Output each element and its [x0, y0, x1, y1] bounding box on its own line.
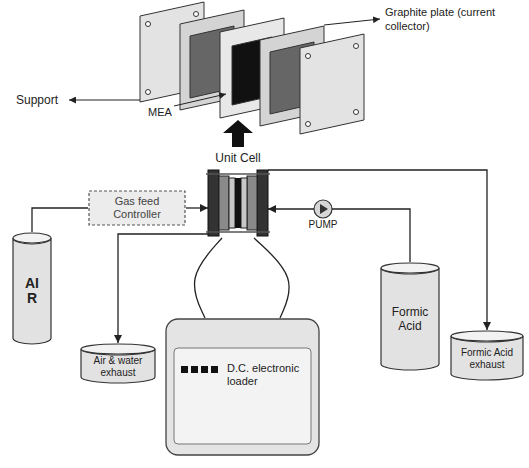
leader-line: [324, 19, 380, 25]
cylinder-top: [13, 233, 51, 243]
cylinder-top: [381, 263, 439, 273]
cylinder-body: [13, 238, 51, 344]
bolt-hole: [354, 44, 359, 49]
part-label: MEA: [148, 106, 178, 120]
pump: PUMP: [306, 199, 340, 234]
part-label: Support: [16, 93, 66, 108]
bolt-hole: [354, 110, 359, 115]
pump-triangle: [320, 204, 328, 214]
display-segment: [201, 366, 208, 373]
node-text: Air & water exhaust: [84, 355, 152, 379]
wire: [254, 238, 289, 318]
flow-line: [268, 208, 314, 209]
display-segment: [181, 366, 188, 373]
exhaust-tank: Formic Acid exhaust: [450, 330, 524, 380]
unit-cell: Unit Cell: [208, 150, 268, 238]
bolt-hole: [146, 90, 151, 95]
block-arrow: [223, 120, 253, 147]
node-text: Gas feed Controller: [91, 195, 183, 221]
node-text: Unit Cell: [215, 151, 260, 165]
dc-loader: D.C. electronic loader: [165, 318, 320, 456]
node-text: Formic Acid: [383, 305, 437, 334]
cylinder-body: [381, 268, 439, 370]
flow-line: [332, 209, 410, 262]
loader-case: [166, 319, 319, 455]
wire: [194, 238, 222, 318]
fuel-tank: Formic Acid: [380, 262, 440, 370]
display-segment: [191, 366, 198, 373]
bolt-hole: [306, 122, 311, 127]
controller-outline: [89, 191, 185, 225]
support-plate: [300, 34, 364, 134]
cylinder-top: [81, 344, 155, 354]
display-segment: [211, 366, 218, 373]
node-text: AIR: [25, 276, 39, 307]
leader-line: [69, 100, 140, 101]
exhaust-tank: Air & water exhaust: [80, 343, 156, 383]
bolt-hole: [146, 22, 151, 27]
bolt-hole: [306, 54, 311, 59]
flow-line: [32, 208, 88, 232]
air-tank: AIR: [12, 232, 52, 344]
cylinder-top: [451, 331, 523, 341]
node-text: D.C. electronic loader: [227, 362, 312, 388]
bolt-hole: [194, 12, 199, 17]
flow-line: [186, 207, 208, 208]
node-text: Formic Acid exhaust: [454, 347, 520, 371]
flow-line: [268, 170, 487, 330]
controller-box: Gas feed Controller: [88, 190, 186, 226]
node-text: PUMP: [309, 219, 338, 231]
leader-line: [174, 94, 226, 106]
cylinder-body: [451, 336, 523, 380]
pump-symbol: [314, 200, 332, 218]
part-label: Graphite plate (current collector): [385, 6, 523, 34]
cell-illustration: [206, 170, 270, 236]
loader-panel: [174, 348, 311, 444]
exploded-plates: [140, 2, 364, 134]
